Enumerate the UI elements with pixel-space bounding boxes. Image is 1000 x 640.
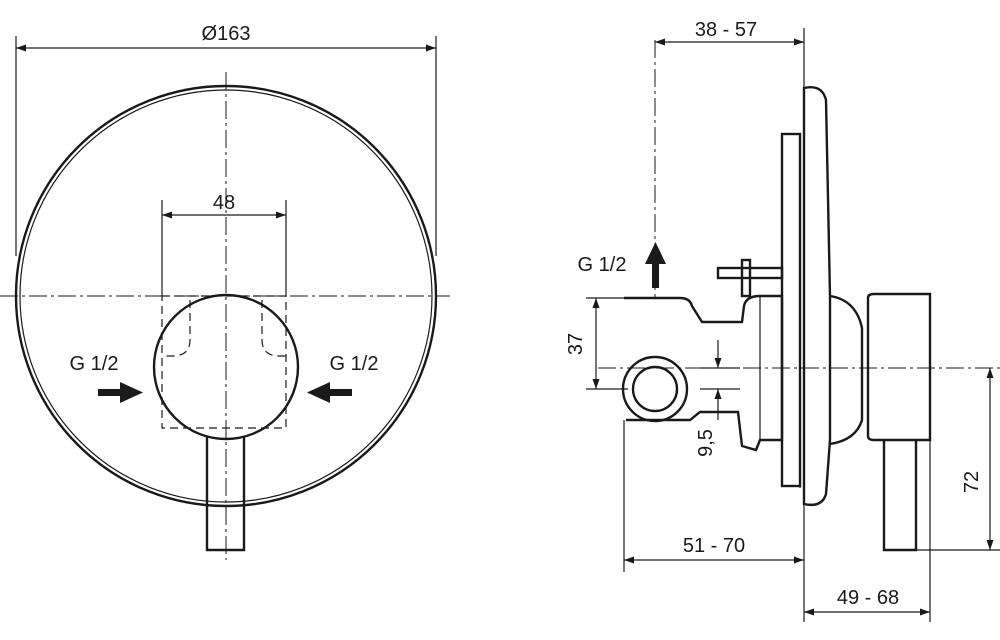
inlet-left-label: G 1/2	[70, 353, 119, 375]
mounting-flange	[780, 132, 802, 488]
valve-body	[624, 294, 784, 452]
escutcheon-plate	[14, 84, 438, 508]
depth-top-label: 38 - 57	[695, 19, 757, 41]
handle-body	[866, 292, 932, 442]
diameter-label: Ø163	[202, 23, 251, 45]
hidden-port-left	[162, 300, 191, 357]
stem-screw	[740, 258, 752, 298]
escutcheon-plate-inner-edge	[19, 89, 433, 503]
hidden-port-right	[261, 300, 290, 357]
height-72-label: 72	[961, 471, 983, 493]
cartridge-cover	[829, 294, 864, 446]
wall-plate	[802, 86, 832, 507]
depth-bottom-label: 49 - 68	[837, 587, 899, 609]
front-view: Ø163 48 G 1/2 G 1/2	[0, 23, 450, 560]
height-37-label: 37	[565, 333, 587, 355]
side-view: G 1/2 38 - 57 37 9,5 72 51 - 70 49 -	[565, 19, 1000, 622]
depth-mid-label: 51 - 70	[683, 535, 745, 557]
outlet-arrow	[645, 242, 666, 288]
inlet-right-label: G 1/2	[330, 353, 379, 375]
outlet-label: G 1/2	[578, 254, 627, 276]
handle-hub	[152, 293, 300, 441]
inlet-left-arrow	[98, 382, 143, 403]
handle-lever-side	[882, 440, 918, 552]
inlet-right-arrow	[307, 382, 352, 403]
width-label: 48	[213, 192, 235, 214]
inlet-port-inner	[631, 365, 679, 413]
offset-label: 9,5	[695, 429, 717, 457]
handle-lever	[205, 437, 246, 552]
hidden-valve-body	[161, 295, 287, 429]
